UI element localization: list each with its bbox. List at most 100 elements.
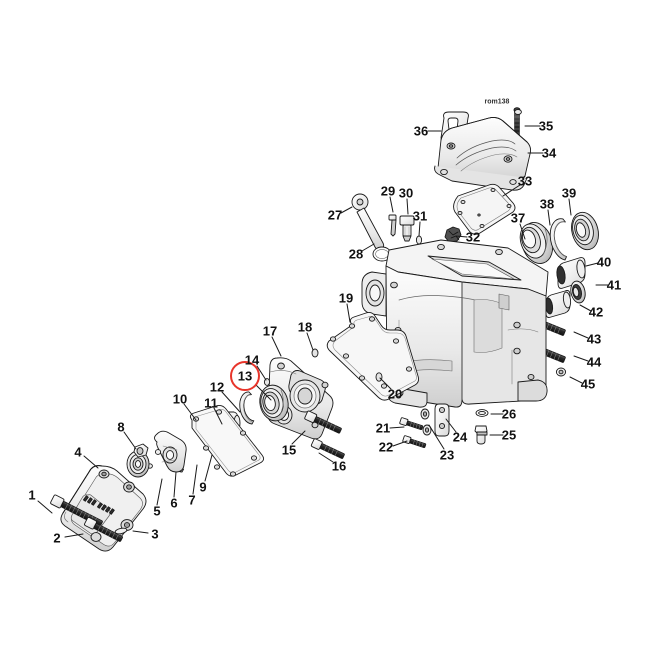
leader-line-18 [306,332,314,351]
leader-line-7 [192,464,198,495]
leader-line-27 [340,206,353,214]
callout-38[interactable]: 38 [539,196,555,212]
callout-12[interactable]: 12 [209,379,225,395]
callout-6[interactable]: 6 [170,495,178,511]
callout-24[interactable]: 24 [452,429,468,445]
callout-17[interactable]: 17 [262,323,278,339]
callout-20[interactable]: 20 [387,386,403,402]
callout-14[interactable]: 14 [244,352,260,368]
callout-41[interactable]: 41 [606,277,622,293]
callout-35[interactable]: 35 [538,118,554,134]
callout-18[interactable]: 18 [297,319,313,335]
part-30-plunger [399,215,415,242]
callout-13[interactable]: 13 [237,368,253,384]
leader-line-22 [392,440,408,447]
callout-40[interactable]: 40 [596,254,612,270]
part-26-oring [475,409,489,417]
leader-line-42 [579,304,592,312]
leader-line-38 [547,209,551,226]
leader-line-33 [502,184,521,197]
watermark-text: rom138 [484,98,510,106]
leader-line-37 [519,223,526,240]
leader-line-15 [291,430,306,445]
callout-4[interactable]: 4 [74,444,82,460]
callout-10[interactable]: 10 [172,391,188,407]
callout-30[interactable]: 30 [398,185,414,201]
leader-line-23 [428,424,445,450]
callout-28[interactable]: 28 [348,246,364,262]
callout-29[interactable]: 29 [380,183,396,199]
part-28-oring [372,246,392,262]
part-37-bearing [519,222,554,264]
part-16-bolt [310,438,345,459]
leader-line-1 [37,500,53,514]
leader-line-40 [585,262,599,267]
part-2-bolt [84,516,123,542]
callout-26[interactable]: 26 [501,406,517,422]
leader-line-3 [132,530,149,534]
callout-16[interactable]: 16 [331,458,347,474]
part-29-screw [388,214,397,237]
callout-32[interactable]: 32 [465,229,481,245]
leader-line-29 [389,196,394,213]
leader-line-10 [183,403,197,421]
callout-7[interactable]: 7 [188,492,196,508]
leader-line-32 [455,235,468,238]
callout-44[interactable]: 44 [586,354,602,370]
part-13-bearing [259,384,289,422]
part-34-top-cover [434,109,532,191]
part-12-snap-ring [239,391,255,425]
callout-3[interactable]: 3 [151,526,159,542]
leader-line-24 [445,418,457,433]
callout-2[interactable]: 2 [53,530,61,546]
part-8-screw [133,443,149,458]
callout-36[interactable]: 36 [413,123,429,139]
leader-line-31 [418,221,421,237]
part-41-seal [570,280,586,304]
callout-34[interactable]: 34 [541,145,557,161]
callout-43[interactable]: 43 [586,331,602,347]
callout-31[interactable]: 31 [412,208,428,224]
leader-line-44 [573,355,589,362]
leader-line-12 [221,391,241,413]
callout-21[interactable]: 21 [375,420,391,436]
leader-line-2 [64,533,84,538]
callout-42[interactable]: 42 [588,304,604,320]
callout-25[interactable]: 25 [501,427,517,443]
callout-45[interactable]: 45 [580,376,596,392]
leader-line-39 [568,198,572,216]
part-24-linkage [434,403,450,437]
callout-22[interactable]: 22 [378,439,394,455]
part-23-washers [420,408,432,436]
leader-line-20 [379,377,392,390]
leader-line-43 [573,331,589,339]
callout-27[interactable]: 27 [327,207,343,223]
part-18-dowel [311,348,319,358]
callout-15[interactable]: 15 [281,442,297,458]
leader-line-21 [389,426,405,429]
callout-23[interactable]: 23 [439,447,455,463]
callout-19[interactable]: 19 [338,290,354,306]
leader-line-5 [156,478,163,506]
leader-line-4 [83,455,99,469]
leader-line-16 [318,452,334,463]
leader-line-19 [346,303,351,323]
callout-9[interactable]: 9 [199,479,207,495]
callout-33[interactable]: 33 [517,173,533,189]
callout-39[interactable]: 39 [561,185,577,201]
part-3-oring [114,527,128,535]
part-32-clip [444,226,462,243]
leader-line-11 [213,407,223,425]
leader-line-9 [204,454,213,482]
callout-5[interactable]: 5 [153,503,161,519]
callout-8[interactable]: 8 [117,419,125,435]
callout-1[interactable]: 1 [28,487,36,503]
part-38-snap-ring [549,218,568,261]
leader-line-28 [361,243,375,252]
callout-11[interactable]: 11 [204,395,218,411]
callout-37[interactable]: 37 [510,210,526,226]
leader-line-45 [569,376,583,384]
